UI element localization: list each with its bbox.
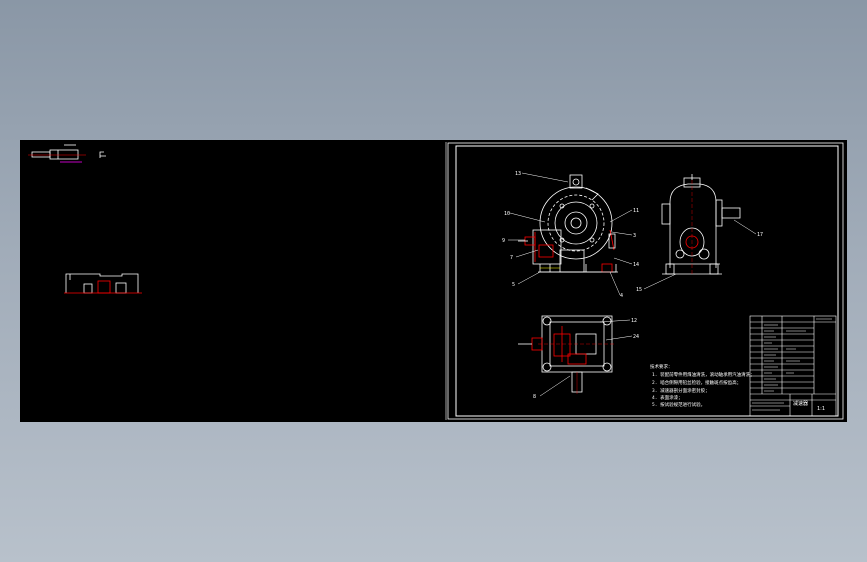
- tech-line-1: 1. 装配前零件用煤油清洗，滚动轴承用汽油清洗；: [652, 371, 755, 378]
- tech-requirements: 技术要求： 1. 装配前零件用煤油清洗，滚动轴承用汽油清洗； 2. 啮合侧隙用铅…: [650, 363, 755, 408]
- label-9: 9: [502, 238, 505, 244]
- side-view-leaders: [643, 219, 757, 290]
- label-15: 15: [636, 287, 642, 293]
- label-10: 10: [504, 211, 510, 217]
- label-13: 13: [515, 171, 521, 177]
- cad-drawing-viewport[interactable]: 13 10 11 9 3 7 14 5 4: [20, 140, 847, 422]
- left-fragments: [28, 144, 142, 294]
- base-plate-sketch: [64, 273, 142, 294]
- layout-sheet: [445, 142, 844, 420]
- label-17: 17: [757, 232, 763, 238]
- tech-line-5: 5. 按试验规范进行试验。: [652, 401, 705, 408]
- small-part-sketch: [28, 144, 106, 163]
- label-7: 7: [510, 255, 513, 261]
- label-5: 5: [512, 282, 515, 288]
- label-4: 4: [620, 293, 623, 299]
- drawing-canvas[interactable]: 13 10 11 9 3 7 14 5 4: [20, 140, 847, 422]
- plan-view: [518, 315, 616, 394]
- title-block-name: 减速器: [793, 400, 808, 407]
- label-8: 8: [533, 394, 536, 400]
- tech-line-2: 2. 啮合侧隙用铅丝检验，接触斑点按齿高；: [652, 379, 741, 386]
- sheet-inner-border: [455, 145, 839, 417]
- tech-heading: 技术要求：: [650, 363, 673, 370]
- front-view-labels: 13 10 11 9 3 7 14 5 4: [502, 171, 639, 299]
- side-view-labels: 17 15: [636, 232, 763, 293]
- sheet-outer-border: [447, 142, 844, 420]
- front-view-leaders: [508, 172, 633, 296]
- tech-line-4: 4. 表面涂漆；: [652, 394, 683, 401]
- plan-view-leaders: [539, 319, 633, 397]
- label-11: 11: [633, 208, 639, 214]
- title-block-text: 减速器 1:1: [793, 400, 825, 412]
- parts-list: [749, 315, 837, 417]
- plan-view-labels: 12 24 8: [533, 318, 639, 400]
- label-3: 3: [633, 233, 636, 239]
- title-block-scale: 1:1: [817, 406, 825, 412]
- tech-line-3: 3. 减速器剖分面涂密封胶；: [652, 387, 710, 394]
- front-view: [518, 174, 618, 273]
- label-14: 14: [633, 262, 639, 268]
- label-12: 12: [631, 318, 637, 324]
- side-view: [661, 174, 741, 276]
- label-24: 24: [633, 334, 639, 340]
- parts-list-entries: [752, 318, 832, 411]
